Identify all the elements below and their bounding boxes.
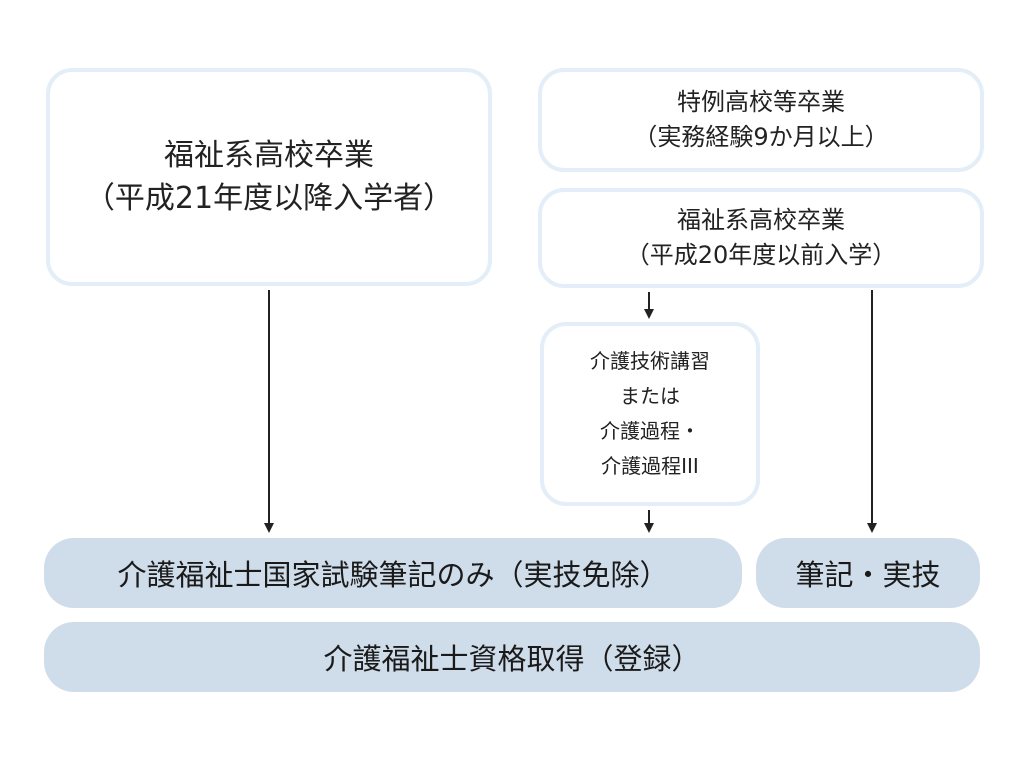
box-label-line1: 福祉系高校卒業	[164, 137, 374, 173]
box-special-highschool: 特例高校等卒業 （実務経験9か月以上）	[538, 68, 984, 172]
box-care-skills-course: 介護技術講習 または 介護過程・ 介護過程III	[540, 322, 760, 506]
box-label-line3: 介護過程・	[600, 419, 700, 443]
box-label-line2: （実務経験9か月以上）	[633, 123, 889, 151]
box-label-line1: 福祉系高校卒業	[677, 206, 845, 235]
pill-label: 介護福祉士国家試験筆記のみ（実技免除）	[117, 558, 669, 592]
pill-qualification-registration: 介護福祉士資格取得（登録）	[44, 622, 980, 692]
box-label-line2: （平成21年度以降入学者）	[84, 181, 454, 216]
box-welfare-highschool-h21-later: 福祉系高校卒業 （平成21年度以降入学者）	[46, 68, 492, 286]
box-label-line1: 特例高校等卒業	[677, 88, 845, 117]
box-welfare-highschool-h20-earlier: 福祉系高校卒業 （平成20年度以前入学）	[538, 188, 984, 288]
pill-label: 介護福祉士資格取得（登録）	[323, 642, 701, 676]
box-label-line2: または	[620, 384, 680, 408]
box-label-line1: 介護技術講習	[590, 349, 710, 373]
pill-exam-written-only: 介護福祉士国家試験筆記のみ（実技免除）	[44, 538, 742, 608]
box-label-line2: （平成20年度以前入学）	[625, 241, 897, 269]
pill-label: 筆記・実技	[795, 558, 941, 592]
box-label-line4: 介護過程III	[601, 454, 699, 478]
pill-exam-written-and-practical: 筆記・実技	[756, 538, 980, 608]
